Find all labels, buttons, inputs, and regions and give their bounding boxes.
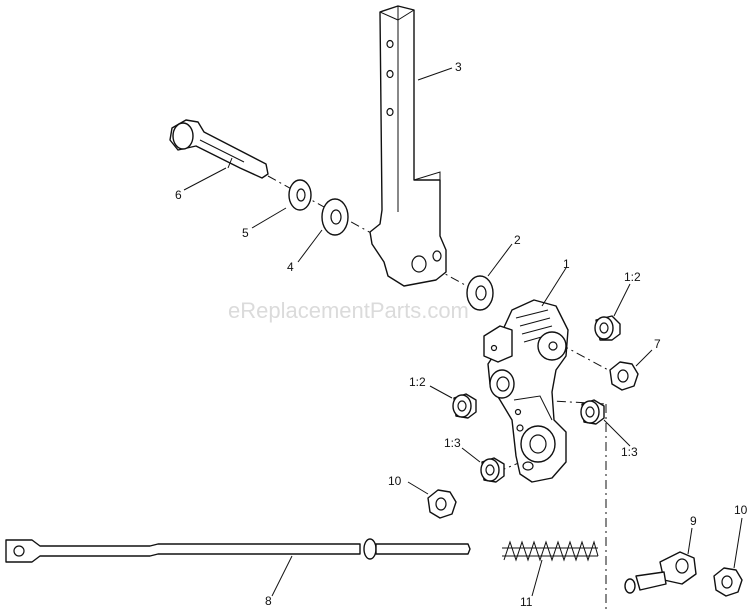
callout-8: 8	[265, 594, 272, 608]
callout-9: 9	[690, 514, 697, 528]
callout-4: 4	[287, 260, 294, 274]
callout-10-right: 10	[734, 503, 748, 517]
part-11-spring	[502, 540, 599, 562]
callout-labels: 3 6 5 4 2 1 1:2 7 1:2 1:3 1:3 10 9 10 8 …	[175, 60, 748, 609]
callout-1-2-upper: 1:2	[624, 270, 641, 284]
callout-1-3-left: 1:3	[444, 436, 461, 450]
part-8-control-rod	[5, 538, 471, 563]
callout-11: 11	[520, 595, 533, 609]
callout-3: 3	[455, 60, 462, 74]
callout-10-left: 10	[388, 474, 402, 488]
part-1-2-bushing-lower	[452, 393, 477, 419]
callout-6: 6	[175, 188, 182, 202]
part-5-washer	[288, 179, 312, 211]
part-10-nut-right	[713, 567, 743, 597]
part-1-3-bushing-right	[580, 399, 605, 425]
leader-lines	[183, 67, 743, 597]
part-10-nut-left	[427, 489, 457, 519]
callout-1-3-right: 1:3	[621, 445, 638, 459]
watermark-text: eReplacementParts.com	[228, 298, 469, 323]
part-6-shoulder-bolt	[169, 119, 269, 179]
callout-7: 7	[654, 337, 661, 351]
callout-2: 2	[514, 233, 521, 247]
part-3-arm	[369, 5, 447, 287]
callout-1: 1	[563, 257, 570, 271]
part-1-3-bushing-left	[480, 457, 505, 483]
part-2-washer	[466, 275, 494, 311]
callout-5: 5	[242, 226, 249, 240]
part-4-washer	[321, 198, 349, 236]
part-1-2-bushing-upper	[594, 315, 621, 341]
part-1-lever-assembly	[483, 299, 569, 483]
part-9-trunnion	[624, 551, 697, 594]
part-7-flange-nut	[609, 361, 639, 391]
callout-1-2-lower: 1:2	[409, 375, 426, 389]
